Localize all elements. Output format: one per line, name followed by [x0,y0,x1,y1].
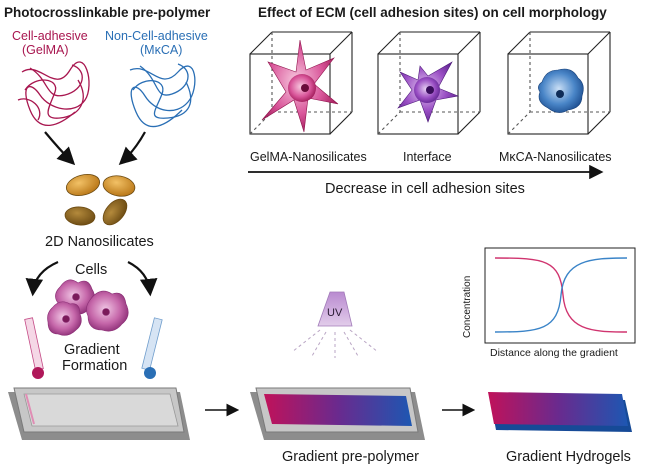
prepolymer-label: Gradient pre-polymer [282,449,419,465]
cube-label-interface: Interface [403,150,452,164]
uv-lamp-icon [291,291,379,358]
uv-label: UV [327,307,343,319]
cube-interface [377,31,481,135]
gradient-hydrogel-icon [488,392,632,432]
gelma-label-line2: (GelMA) [22,43,69,57]
cube-label-mkca: MκCA-Nanosilicates [499,150,612,164]
left-panel-title: Photocrosslinkable pre-polymer [4,5,211,20]
mkca-label-line1: Non-Cell-adhesive [105,29,208,43]
gelma-pipette-icon [24,317,44,379]
mkca-polymer-icon [129,63,196,128]
nanosilicate-discs-icon [64,173,136,226]
gradient-formation-line2: Formation [62,358,128,374]
nanosilicates-label: 2D Nanosilicates [45,234,154,250]
plot-xlabel: Distance along the gradient [490,347,618,359]
cube-label-gelma: GelMA-Nanosilicates [250,150,367,164]
gelma-polymer-icon [17,61,90,127]
gelma-label-line1: Cell-adhesive [12,29,88,43]
mkca-concentration-curve [494,257,628,333]
gelma-concentration-curve [494,257,628,333]
cells-label: Cells [75,262,108,278]
decrease-adhesion-label: Decrease in cell adhesion sites [325,181,525,197]
arrow-mkca-to-nanosilicates [118,131,146,165]
gradient-prepolymer-tray [250,387,425,440]
arrow-gelma-to-nanosilicates [44,131,76,166]
right-panel-title: Effect of ECM (cell adhesion sites) on c… [258,5,607,20]
empty-mold-tray [8,387,190,440]
cells-cluster-icon [47,279,129,336]
cell-round-mkca-icon [538,68,584,113]
cell-interface-icon [397,61,460,123]
concentration-plot [484,247,636,344]
hydrogel-label: Gradient Hydrogels [506,449,631,465]
mkca-label-line2: (MκCA) [140,43,183,57]
arrow-right-to-pipette [127,261,158,297]
arrow-left-to-pipette [25,260,59,297]
cube-gelma [249,31,353,135]
cell-spread-gelma-icon [261,39,339,133]
gradient-formation-line1: Gradient [64,342,120,358]
cube-mkca [507,31,611,135]
mkca-pipette-icon [141,317,163,379]
plot-ylabel: Concentration [462,275,473,338]
